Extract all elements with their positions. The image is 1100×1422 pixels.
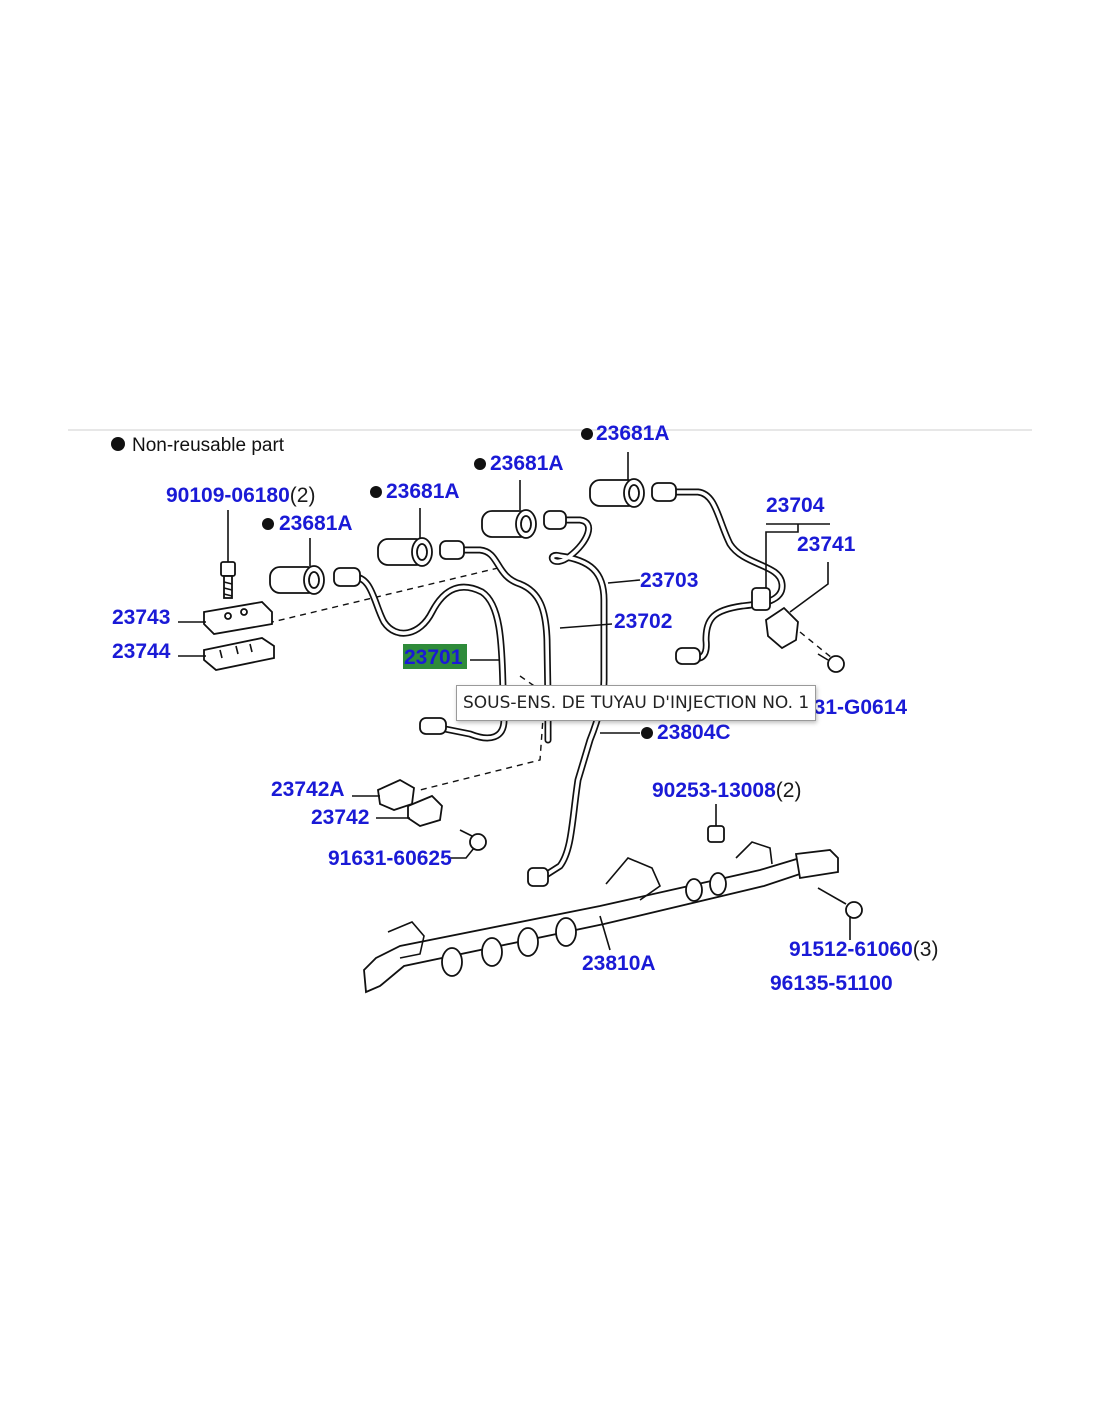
bolt-91512[interactable] [817,887,863,919]
clamp-23743[interactable] [203,601,273,635]
label-23704[interactable]: 23704 [766,494,825,517]
common-rail-23810a[interactable] [363,841,839,994]
sleeve-23681a-2[interactable] [377,537,433,567]
label-90109-06180[interactable]: 90109-06180(2) [166,484,315,507]
label-91512-61060[interactable]: 91512-61060(3) [789,938,938,961]
bolt-90109[interactable] [220,561,236,599]
label-23804c[interactable]: 23804C [657,721,731,744]
label-23742[interactable]: 23742 [311,806,369,829]
pin-90253[interactable] [707,825,725,843]
hover-tooltip: SOUS-ENS. DE TUYAU D'INJECTION NO. 1 [456,685,817,721]
label-23702[interactable]: 23702 [614,610,672,633]
leader-lines [178,452,851,951]
label-23741[interactable]: 23741 [797,533,856,556]
clamp-23741[interactable] [751,587,799,650]
legend-text: Non-reusable part [132,435,285,456]
label-23703[interactable]: 23703 [640,569,698,592]
non-reusable-bullet-icon [474,458,486,470]
label-96135-51100[interactable]: 96135-51100 [770,972,893,995]
legend-bullet-icon [111,437,125,451]
label-23744[interactable]: 23744 [112,640,171,663]
label-23810a[interactable]: 23810A [582,952,656,975]
non-reusable-bullet-icon [370,486,382,498]
sleeve-23681a-3[interactable] [481,509,537,539]
clamp-23744[interactable] [203,637,275,671]
pipe-23701[interactable] [348,573,508,742]
pipe-23704[interactable] [668,488,786,663]
label-23681a-1[interactable]: 23681A [279,512,353,535]
part-labels: 90109-06180(2) 23681A 23681A 23681A 2368… [112,422,938,995]
bolt-91631-60625[interactable] [459,829,487,851]
label-90253-13008[interactable]: 90253-13008(2) [652,779,801,802]
highlight-23701 [403,644,467,669]
bolt-91631-g0614[interactable] [817,653,845,673]
non-reusable-bullet-icon [641,727,653,739]
injection-pipes [348,488,786,884]
label-91631-g0614[interactable]: 631-G0614 [802,696,907,719]
nozzle-sleeves [269,478,645,595]
sleeve-23681a-1[interactable] [269,565,325,595]
pipe-fittings [333,482,701,887]
pipe-23703[interactable] [534,516,608,884]
label-23681a-4[interactable]: 23681A [596,422,670,445]
sleeve-23681a-4[interactable] [589,478,645,508]
pipe-23702[interactable] [448,546,552,744]
label-23681a-2[interactable]: 23681A [386,480,460,503]
legend: Non-reusable part [111,435,285,456]
rail-ports [441,872,727,977]
non-reusable-bullet-icon [581,428,593,440]
label-91631-60625[interactable]: 91631-60625 [328,847,452,870]
label-23701[interactable]: 23701 [404,646,463,669]
label-23743[interactable]: 23743 [112,606,170,629]
non-reusable-bullet-icon [262,518,274,530]
label-23681a-3[interactable]: 23681A [490,452,564,475]
label-23742a[interactable]: 23742A [271,778,345,801]
